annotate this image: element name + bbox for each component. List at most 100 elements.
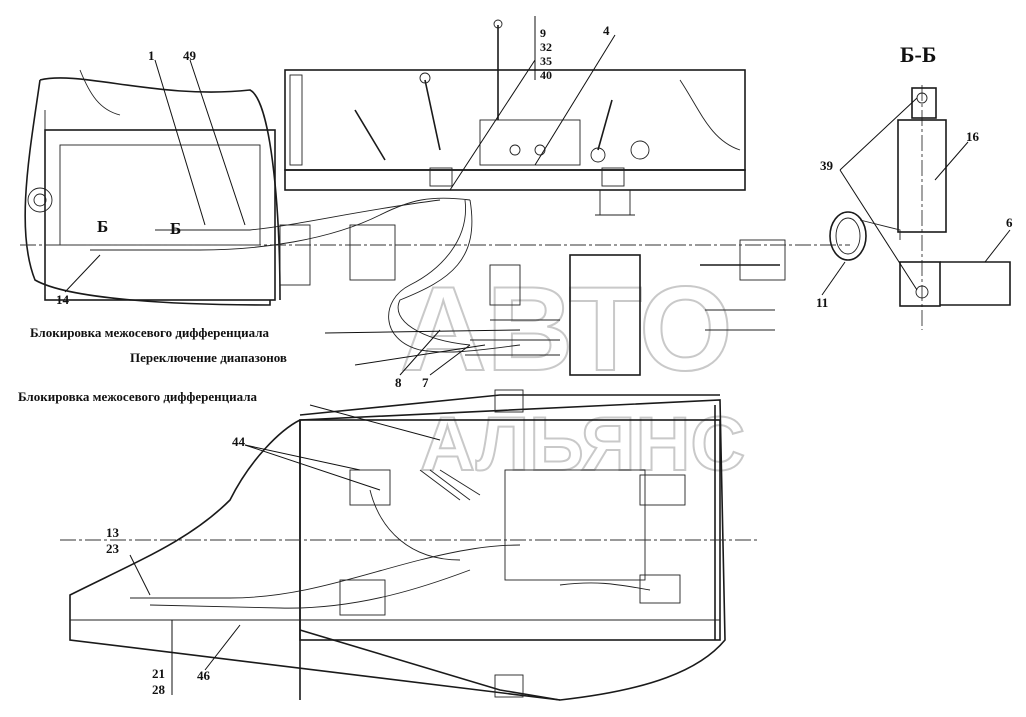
callout-44: 44 [232, 434, 246, 449]
callout-40: 40 [540, 68, 552, 82]
section-title: Б-Б [900, 42, 936, 67]
spring-11 [829, 211, 867, 261]
leader-16 [934, 141, 969, 181]
callout-46: 46 [197, 668, 211, 683]
callout-16: 16 [966, 129, 980, 144]
watermark-line1: АВТО [400, 262, 732, 396]
control-box-bolt-2 [534, 144, 546, 156]
actuator-1 [639, 474, 686, 506]
callout-6: 6 [1006, 215, 1013, 230]
callout-35: 35 [540, 54, 552, 68]
cable-ends [465, 319, 560, 356]
leader-4 [534, 34, 616, 166]
leader-46 [204, 624, 241, 671]
leader-range [354, 344, 486, 366]
lever-1-knob [419, 72, 431, 84]
leader-lines [64, 16, 1011, 695]
crossmember-bottom [299, 629, 561, 701]
transmission-lower [504, 469, 646, 581]
callout-7: 7 [422, 375, 429, 390]
leader-9 [449, 59, 536, 191]
upper-view-outline [24, 77, 281, 306]
pin-bottom [915, 285, 929, 299]
bracket-lower-1 [349, 469, 391, 506]
callout-28: 28 [152, 682, 166, 697]
lever-1 [424, 79, 441, 151]
cable-lower-2 [149, 569, 471, 609]
mount-top [494, 389, 524, 413]
callout-14: 14 [56, 292, 70, 307]
actuator-2 [639, 574, 681, 604]
cable-lower-3 [369, 489, 461, 561]
lever-3 [354, 109, 386, 161]
section-mark-b2: Б [170, 219, 181, 238]
crossmember-top [299, 394, 720, 416]
leader-13 [129, 554, 151, 596]
callout-21: 21 [152, 666, 165, 681]
leader-1 [154, 59, 206, 226]
bracket-1 [429, 167, 453, 187]
engine-detail [44, 69, 121, 295]
upper-view [20, 19, 850, 376]
leader-8 [399, 329, 441, 376]
leader-39-top [839, 97, 918, 171]
axle-bracket [739, 239, 786, 281]
caption-diff-lock-1: Блокировка межосевого дифференциала [30, 325, 270, 340]
sleeve-16 [897, 119, 947, 233]
watermark: АВТО АЛЬЯНС [399, 261, 746, 488]
callout-8: 8 [395, 375, 402, 390]
control-box [479, 119, 581, 166]
pedal-pivot [590, 147, 606, 163]
leader-44-a [244, 444, 381, 491]
cab-curve [679, 79, 741, 151]
spring-arm [859, 219, 901, 240]
leader-49 [189, 59, 246, 226]
leader-6 [984, 229, 1011, 263]
callout-9: 9 [540, 26, 546, 40]
spring-11-inner [835, 217, 861, 255]
callout-39: 39 [820, 158, 834, 173]
callout-11: 11 [816, 295, 828, 310]
lever-2-knob [493, 19, 503, 29]
transmission-block [44, 129, 276, 301]
frame-rail-top [284, 169, 746, 191]
coupling [279, 224, 311, 286]
leader-39-bottom [839, 169, 918, 291]
flywheel-hub [33, 193, 47, 207]
leader-7 [429, 344, 471, 376]
callout-13: 13 [106, 525, 120, 540]
mount-bottom [494, 674, 524, 698]
bracket-2 [601, 167, 625, 187]
valve-block [489, 264, 521, 306]
caption-diff-lock-2: Блокировка межосевого дифференциала [18, 389, 258, 404]
lower-view-outline [69, 399, 726, 701]
cable-49 [155, 199, 441, 231]
lower-view [60, 389, 760, 701]
pedal-lever [597, 99, 613, 151]
watermark-line2: АЛЬЯНС [420, 402, 745, 487]
valve-lower [339, 579, 386, 616]
base-block [899, 261, 941, 307]
insulation-left [289, 74, 303, 166]
leader-14 [64, 254, 101, 293]
flywheel [27, 187, 53, 213]
leader-11 [821, 261, 846, 296]
callout-labels: 1 49 9 32 35 40 4 14 Б Б Блокировка межо… [18, 23, 1013, 697]
gearbox-housing [569, 254, 641, 376]
leader-44-b [244, 444, 361, 471]
clutch-housing [349, 224, 396, 281]
callout-32: 32 [540, 40, 552, 54]
frame-hanger [595, 190, 635, 216]
callout-49: 49 [183, 48, 197, 63]
bar-6 [940, 261, 1011, 306]
control-box-bolt-1 [509, 144, 521, 156]
cable-1 [90, 197, 471, 251]
cable-bundle [419, 469, 481, 501]
callout-23: 23 [106, 541, 120, 556]
leader-diff-lock-1 [324, 329, 521, 334]
cable-loop-2 [397, 199, 473, 346]
leader-diff-lock-2 [309, 404, 441, 441]
cable-lower-4 [559, 582, 651, 591]
floor-plug [630, 140, 650, 160]
